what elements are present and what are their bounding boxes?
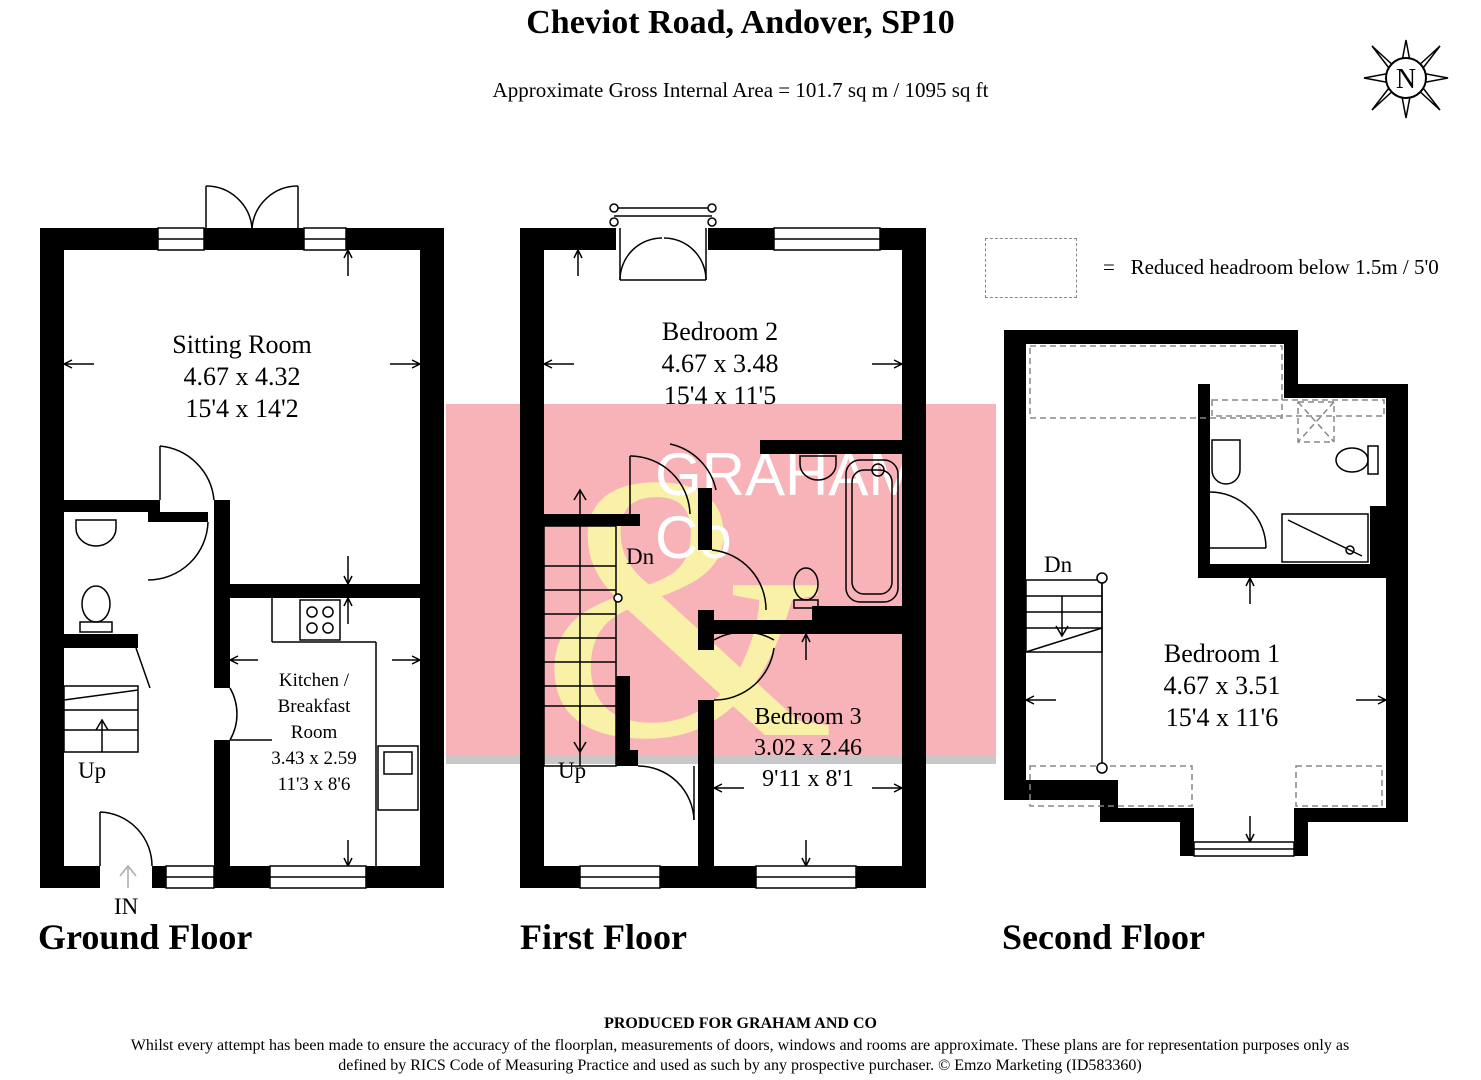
watermark-co-text: Co (655, 504, 732, 571)
north-compass-icon: N (1363, 39, 1449, 119)
ground-floor-title: Ground Floor (38, 917, 253, 957)
first-floor-title: First Floor (520, 917, 687, 957)
sitting-room-name: Sitting Room (172, 330, 312, 359)
entrance-label: IN (114, 894, 139, 919)
bedroom-3-metric: 3.02 x 2.46 (754, 735, 862, 761)
disclaimer-text: Whilst every attempt has been made to en… (130, 1037, 1350, 1074)
reduced-headroom-legend-text: = Reduced headroom below 1.5m / 5'0 (1103, 255, 1439, 279)
first-stairs-down-label: Dn (626, 544, 655, 569)
ground-floor-plan (40, 185, 444, 889)
bedroom-3-imperial: 9'11 x 8'1 (762, 766, 854, 792)
bedroom-1-imperial: 15'4 x 11'6 (1165, 703, 1279, 732)
gross-area-text: Approximate Gross Internal Area = 101.7 … (492, 78, 989, 102)
kitchen-name-line3: Room (290, 722, 338, 743)
bedroom-2-name: Bedroom 2 (661, 317, 779, 346)
bedroom-1-metric: 4.67 x 3.51 (1163, 671, 1281, 700)
sitting-room-label: Sitting Room 4.67 x 4.32 15'4 x 14'2 (140, 329, 344, 425)
page-title: Cheviot Road, Andover, SP10 (526, 4, 955, 41)
bedroom-1-label: Bedroom 1 4.67 x 3.51 15'4 x 11'6 (1120, 638, 1324, 734)
kitchen-metric: 3.43 x 2.59 (271, 748, 357, 769)
ground-stairs-up-label: Up (78, 758, 107, 783)
produced-for-text: PRODUCED FOR GRAHAM AND CO (604, 1015, 877, 1032)
kitchen-imperial: 11'3 x 8'6 (277, 774, 351, 795)
kitchen-name-line1: Kitchen / (278, 670, 350, 691)
bedroom-1-name: Bedroom 1 (1163, 639, 1281, 668)
bedroom-2-metric: 4.67 x 3.48 (661, 349, 779, 378)
second-floor-plan (1004, 330, 1408, 857)
second-stairs-down-label: Dn (1044, 552, 1073, 577)
sitting-room-imperial: 15'4 x 14'2 (185, 394, 299, 423)
first-stairs-up-label: Up (558, 758, 587, 783)
bedroom-2-imperial: 15'4 x 11'5 (663, 381, 777, 410)
first-floor-plan (520, 203, 926, 889)
compass-letter: N (1396, 64, 1416, 95)
bedroom-3-label: Bedroom 3 3.02 x 2.46 9'11 x 8'1 (716, 702, 900, 795)
kitchen-name-line2: Breakfast (277, 696, 351, 717)
bedroom-2-label: Bedroom 2 4.67 x 3.48 15'4 x 11'5 (620, 316, 820, 412)
kitchen-label: Kitchen / Breakfast Room 3.43 x 2.59 11'… (244, 668, 384, 798)
bedroom-3-name: Bedroom 3 (754, 704, 862, 730)
second-floor-title: Second Floor (1002, 917, 1205, 957)
ampersand-logo-icon: & (540, 397, 836, 818)
sitting-room-metric: 4.67 x 4.32 (183, 362, 301, 391)
reduced-headroom-legend-swatch (985, 238, 1077, 298)
